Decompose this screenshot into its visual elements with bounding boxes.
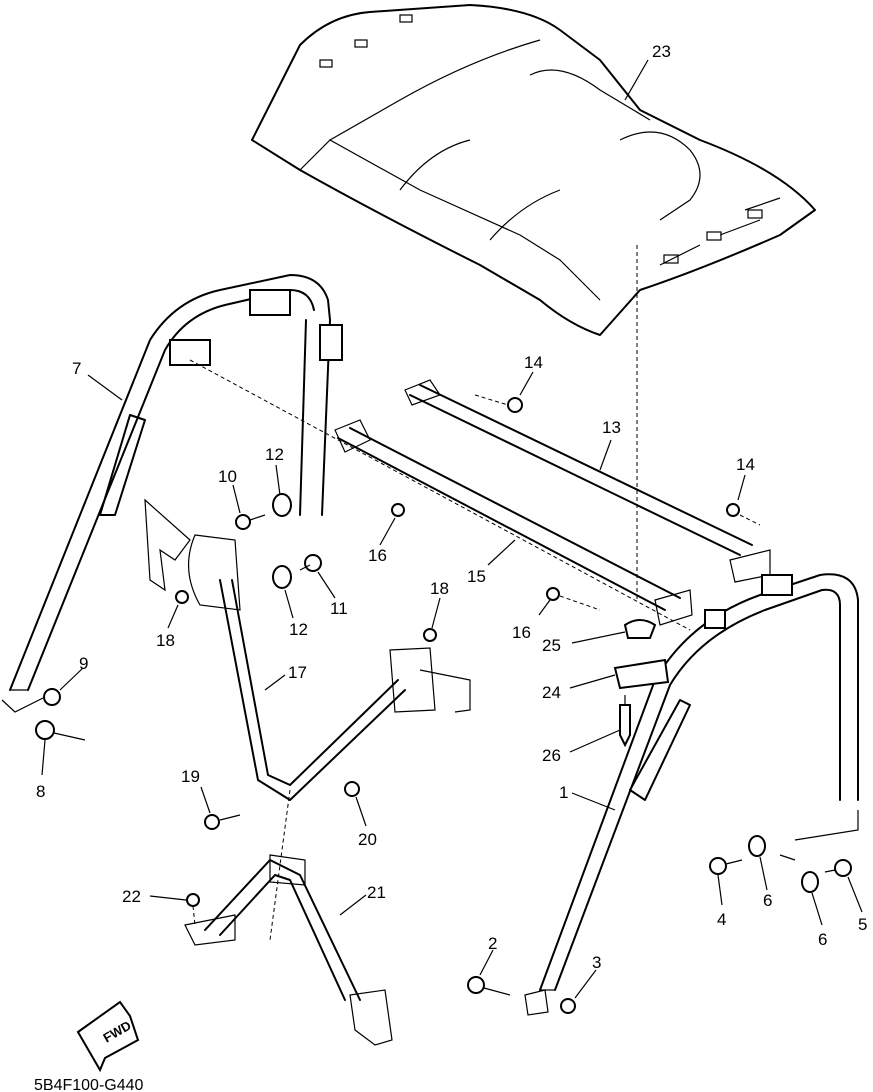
callout-labels: 23 7 14 13 14 10 12 16 15 12 11 18 18 16… — [36, 42, 867, 972]
cross-bar-front — [334, 419, 693, 626]
callout-17: 17 — [288, 663, 307, 682]
callout-18: 18 — [430, 579, 449, 598]
callout-23: 23 — [652, 42, 671, 61]
callout-21: 21 — [367, 883, 386, 902]
callout-2: 2 — [488, 934, 497, 953]
callout-6: 6 — [818, 930, 827, 949]
callout-18: 18 — [156, 631, 175, 650]
callout-4: 4 — [717, 910, 726, 929]
callout-11: 11 — [330, 599, 348, 618]
callout-19: 19 — [181, 767, 200, 786]
callout-25: 25 — [542, 636, 561, 655]
left-frame-tube — [9, 274, 343, 691]
callout-3: 3 — [592, 953, 601, 972]
callout-12: 12 — [289, 620, 308, 639]
lower-brace — [184, 789, 393, 1046]
leader-lines — [41, 59, 863, 999]
center-brace — [144, 498, 471, 801]
callout-5: 5 — [858, 915, 867, 934]
callout-7: 7 — [72, 359, 81, 378]
callout-8: 8 — [36, 782, 45, 801]
callout-16: 16 — [368, 546, 387, 565]
callout-10: 10 — [218, 467, 237, 486]
callout-22: 22 — [122, 887, 141, 906]
callout-13: 13 — [602, 418, 621, 437]
callout-9: 9 — [79, 654, 88, 673]
diagram-code: 5B4F100-G440 — [34, 1077, 144, 1092]
callout-1: 1 — [559, 783, 568, 802]
callout-14: 14 — [524, 353, 543, 372]
fwd-direction-arrow: FWD — [76, 1000, 140, 1073]
roof-panel — [251, 4, 816, 600]
cross-bar-rear — [404, 379, 771, 583]
callout-26: 26 — [542, 746, 561, 765]
right-frame-tube — [524, 573, 859, 1016]
callout-16: 16 — [512, 623, 531, 642]
callout-6: 6 — [763, 891, 772, 910]
callout-24: 24 — [542, 683, 561, 702]
callout-20: 20 — [358, 830, 377, 849]
fasteners — [1, 394, 859, 1014]
callout-15: 15 — [467, 567, 486, 586]
callout-14: 14 — [736, 455, 755, 474]
callout-12: 12 — [265, 445, 284, 464]
